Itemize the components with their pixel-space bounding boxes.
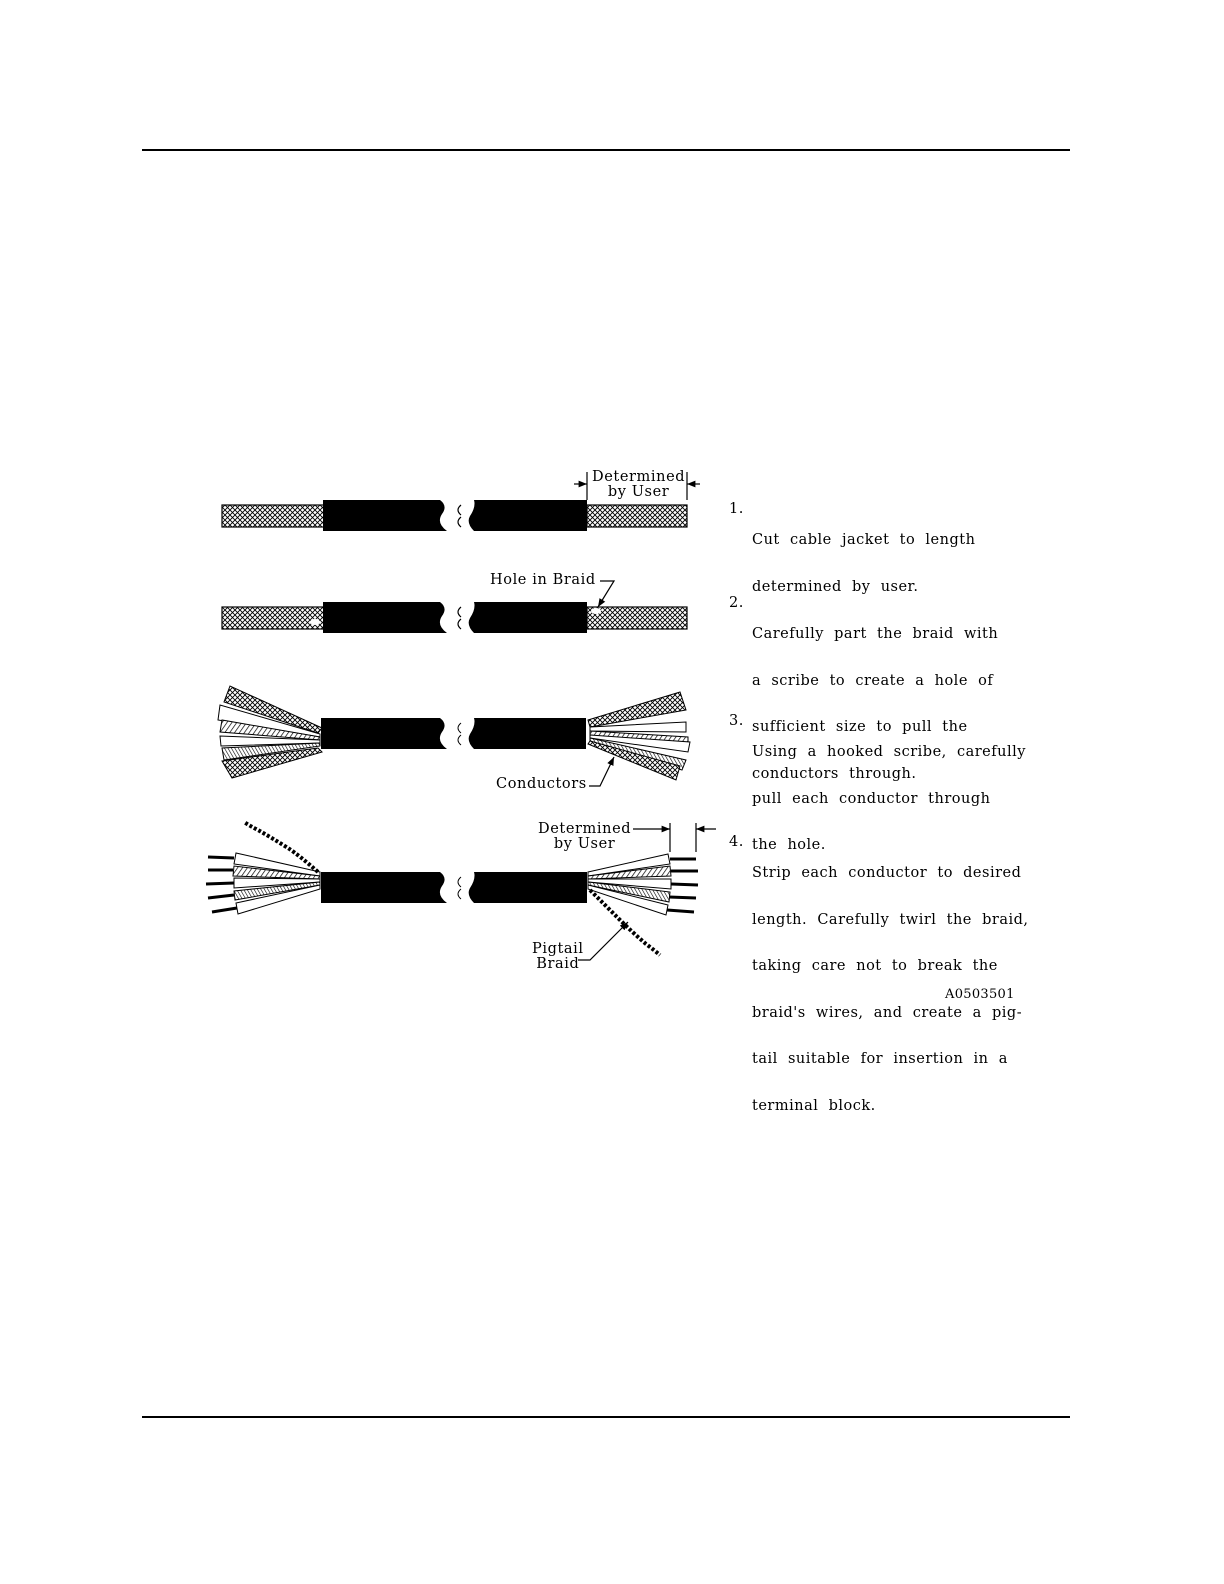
step-number: 3. xyxy=(729,713,744,729)
step-line: Strip each conductor to desired xyxy=(752,865,1022,881)
step-line: conductors through. xyxy=(752,765,917,782)
bottom-rule xyxy=(142,1416,1070,1418)
step-line: length. Carefully twirl the braid, xyxy=(752,911,1029,928)
step-number: 1. xyxy=(729,501,744,517)
step-2-cable xyxy=(221,602,688,633)
callout-line: Determined xyxy=(592,469,686,485)
step-4-cable xyxy=(205,820,699,957)
callout-line: Pigtail xyxy=(532,941,584,957)
callout-hole-in-braid: Hole in Braid xyxy=(490,572,596,588)
step-line: taking care not to break the xyxy=(752,958,998,974)
step-line: tail suitable for insertion in a xyxy=(752,1051,1008,1067)
step-line: Carefully part the braid with xyxy=(752,626,999,642)
callout-line: Determined xyxy=(538,821,632,837)
step-3-cable xyxy=(217,685,691,781)
step-line: the hole. xyxy=(752,837,826,853)
step-line: a scribe to create a hole of xyxy=(752,672,994,689)
figure-id: A0503501 xyxy=(945,987,1015,1002)
step-line: Cut cable jacket to length xyxy=(752,532,976,548)
callout-line: Braid xyxy=(536,956,580,972)
step-1-cable xyxy=(221,500,688,531)
step-line: Using a hooked scribe, carefully xyxy=(752,744,1026,760)
callout-conductors: Conductors xyxy=(496,776,587,792)
callout-pigtail-braid: Pigtail Braid xyxy=(532,942,584,972)
step-body: Carefully part the braid with a scribe t… xyxy=(752,596,1052,813)
braid-hole xyxy=(591,608,601,614)
step-body: Using a hooked scribe, carefully pull ea… xyxy=(752,714,1052,885)
step-number: 2. xyxy=(729,595,744,611)
top-rule xyxy=(142,149,1070,151)
step-line: braid's wires, and create a pig- xyxy=(752,1004,1023,1021)
step-line: terminal block. xyxy=(752,1097,876,1114)
leader-pigtail-braid xyxy=(578,921,629,961)
step-line: sufficient size to pull the xyxy=(752,719,968,735)
step-line: pull each conductor through xyxy=(752,790,991,807)
step-body: Strip each conductor to desired length. … xyxy=(752,835,1052,1145)
callout-line: by User xyxy=(553,836,616,852)
step-body: Cut cable jacket to length determined by… xyxy=(752,502,1052,626)
step-number: 4. xyxy=(729,834,744,850)
dimension-marker-4 xyxy=(633,823,716,852)
callout-determined-by-user-4: Determined by User xyxy=(538,822,631,852)
callout-line: by User xyxy=(607,484,670,500)
leader-hole-in-braid xyxy=(597,580,616,608)
callout-determined-by-user-1: Determined by User xyxy=(592,470,685,500)
leader-conductors xyxy=(589,756,615,787)
step-line: determined by user. xyxy=(752,578,919,595)
dimension-marker-1 xyxy=(574,472,700,500)
